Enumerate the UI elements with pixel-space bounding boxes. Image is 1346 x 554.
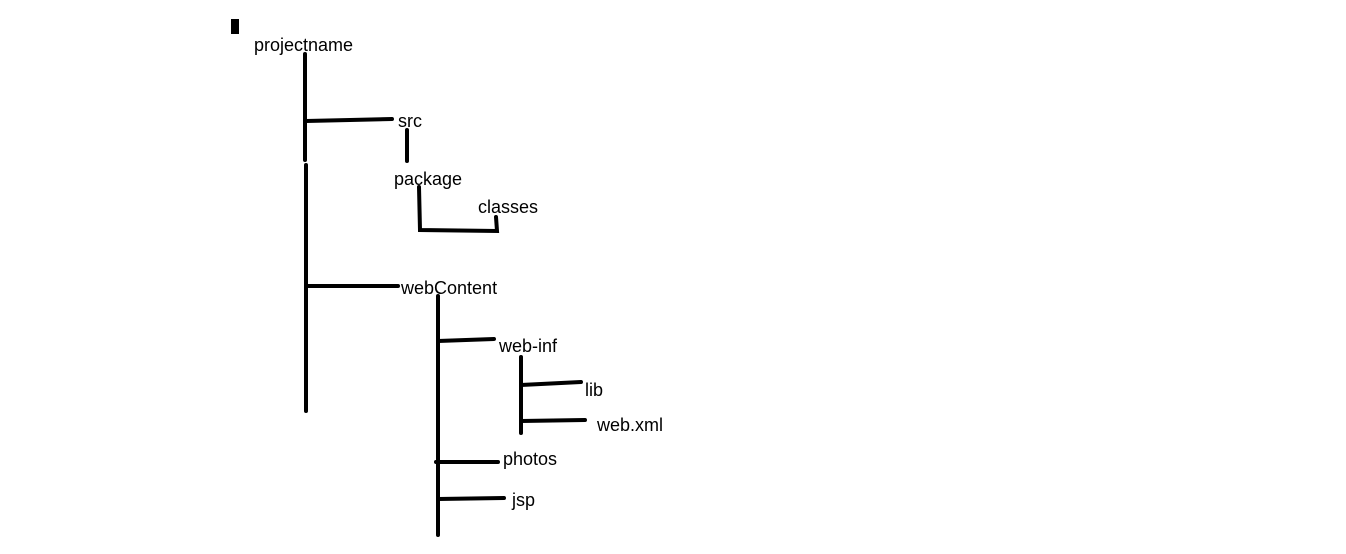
node-src: src bbox=[398, 111, 422, 131]
node-package: package bbox=[394, 169, 463, 189]
connector-webcontent-jsp bbox=[436, 496, 506, 501]
node-projectname: projectname bbox=[254, 35, 354, 55]
node-lib: lib bbox=[585, 380, 604, 400]
connector-root-src bbox=[304, 117, 394, 123]
node-jsp: jsp bbox=[512, 490, 536, 510]
connector-webinf-lib bbox=[519, 380, 583, 387]
connector-package-classes bbox=[417, 185, 500, 234]
node-webcontent: webContent bbox=[401, 278, 498, 298]
text-cursor-icon bbox=[231, 19, 239, 34]
connector-webinf-webxml bbox=[519, 418, 587, 423]
node-classes: classes bbox=[478, 197, 539, 217]
node-photos: photos bbox=[503, 449, 558, 469]
node-web-inf: web-inf bbox=[499, 336, 558, 356]
connector-webcontent-webinf bbox=[436, 337, 496, 343]
node-web-xml: web.xml bbox=[597, 415, 664, 435]
